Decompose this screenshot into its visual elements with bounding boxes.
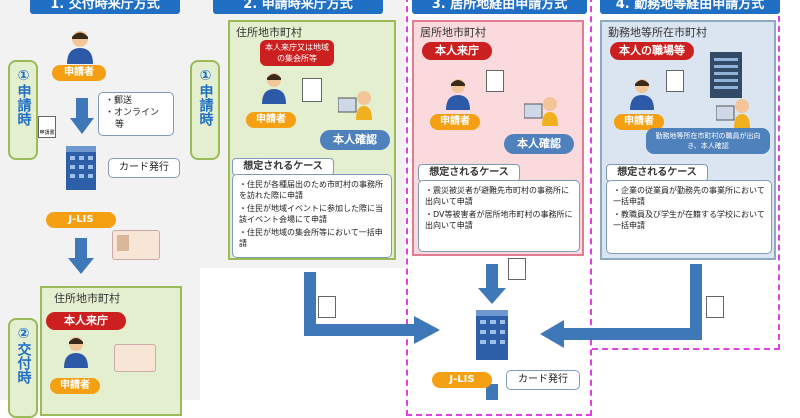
section4-panel: 勤務地等所在市町村 本人の職場等 申請者 勤務地等所在市町村の職員が出向き、本人… — [600, 20, 776, 260]
section1-title: 1. 交付時来庁方式 — [30, 0, 180, 14]
identity-check-badge: 本人確認 — [320, 130, 390, 150]
staff-pc-icon — [715, 96, 752, 128]
application-doc-icon — [706, 296, 724, 318]
section1-deliver-panel: 住所地市町村 本人来庁 申請者 — [40, 286, 182, 416]
mynumber-card-icon — [112, 230, 160, 260]
building-icon — [472, 306, 512, 360]
method-online: ・オンライン — [105, 108, 160, 118]
staff-pc-icon — [523, 94, 560, 126]
jlis-badge: J-LIS — [432, 372, 492, 388]
case-list-box: ・震災被災者が避難先市町村の事務所に出向いて申請 ・DV等被害者が居所地市町村の… — [418, 180, 580, 252]
phase-apply-text: ①申請時 — [15, 68, 32, 126]
visit-note-badge: 本人来庁又は地域の集会所等 — [260, 40, 334, 66]
section4-dashed-frame — [592, 0, 780, 350]
card-issue-box: カード発行 — [108, 158, 180, 178]
phase-deliver-text: ②交付時 — [15, 326, 32, 384]
phase-apply-label: ①申請時 — [8, 60, 38, 160]
case-item: ・DV等被害者が居所地市町村の事務所に出向いて申請 — [425, 210, 573, 230]
case-item: ・住民が各種届出のため市町村の事務所を訪れた際に申請 — [239, 180, 383, 200]
case-item: ・住民が地域イベントに参加した際に当該イベント会場にて申請 — [239, 204, 383, 224]
case-list-box: ・住民が各種届出のため市町村の事務所を訪れた際に申請 ・住民が地域イベントに参加… — [232, 174, 392, 258]
phase-apply-label-2: ①申請時 — [190, 60, 220, 160]
visit-badge: 本人来庁 — [422, 42, 492, 60]
application-doc-icon — [318, 296, 336, 318]
case-item: ・震災被災者が避難先市町村の事務所に出向いて申請 — [425, 186, 569, 206]
applicant-badge: 申請者 — [614, 114, 664, 130]
submission-methods: ・郵送 ・オンライン 等 — [98, 92, 174, 136]
workplace-badge: 本人の職場等 — [610, 42, 694, 60]
method-etc: 等 — [115, 120, 125, 130]
method-mail: ・郵送 — [105, 96, 133, 106]
mynumber-card-icon — [114, 344, 156, 372]
application-doc-icon — [508, 258, 526, 280]
office-building-icon — [706, 48, 746, 98]
lower-location: 住所地市町村 — [54, 292, 120, 305]
building-icon — [62, 142, 100, 190]
card-issue-box: カード発行 — [506, 370, 580, 390]
staff-note: 勤務地等所在市町村の職員が出向き、本人確認 — [646, 128, 770, 154]
application-doc-icon — [302, 78, 322, 102]
section3-panel: 居所地市町村 本人来庁 申請者 本人確認 想定されるケース ・震災被災者が避難先… — [412, 20, 584, 256]
identity-check-badge: 本人確認 — [504, 134, 574, 154]
person-icon — [62, 336, 90, 368]
section4-title: 4. 勤務地等経由申請方式 — [600, 0, 780, 14]
application-doc-icon: 申請書 — [38, 116, 56, 138]
person-icon — [444, 78, 472, 110]
applicant-badge: 申請者 — [246, 112, 296, 128]
case-item: ・教職員及び学生が在籍する学校において一括申請 — [613, 210, 765, 230]
jlis-badge: J-LIS — [46, 212, 116, 228]
phase-deliver-label: ②交付時 — [8, 318, 38, 418]
section4-location: 勤務地等所在市町村 — [608, 26, 707, 39]
down-arrow — [70, 98, 94, 134]
section3-title: 3. 居所地経由申請方式 — [412, 0, 587, 14]
doc-label: 申請書 — [39, 130, 55, 136]
applicant-badge: 申請者 — [430, 114, 480, 130]
staff-pc-icon — [337, 88, 374, 120]
section2-panel: 住所地市町村 本人来庁又は地域の集会所等 申請者 本人確認 想定されるケース ・… — [228, 20, 396, 260]
person-icon — [65, 30, 95, 64]
flow-arrows — [200, 260, 800, 400]
phase-apply-text-2: ①申請時 — [197, 68, 214, 126]
section2-title: 2. 申請時来庁方式 — [213, 0, 383, 14]
case-item: ・住民が地域の集会所等において一括申請 — [239, 228, 383, 248]
case-item: ・企業の従業員が勤務先の事業所において一括申請 — [613, 186, 765, 206]
section2-location: 住所地市町村 — [236, 26, 302, 39]
applicant-badge: 申請者 — [50, 378, 100, 394]
person-icon — [628, 78, 656, 110]
application-doc-icon — [666, 70, 684, 92]
application-doc-icon — [486, 70, 504, 92]
case-list-box: ・企業の従業員が勤務先の事業所において一括申請 ・教職員及び学生が在籍する学校に… — [606, 180, 772, 254]
applicant-badge: 申請者 — [52, 65, 106, 81]
visit-badge: 本人来庁 — [46, 312, 126, 330]
person-icon — [260, 72, 288, 104]
section3-location: 居所地市町村 — [420, 26, 486, 39]
down-arrow — [68, 238, 94, 274]
